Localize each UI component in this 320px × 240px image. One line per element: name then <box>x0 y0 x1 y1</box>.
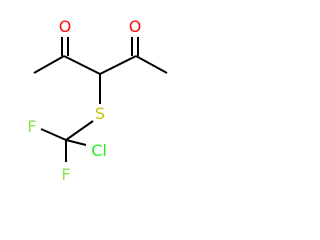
bond-c-cl <box>65 139 87 146</box>
bond-c-f-top <box>40 128 67 141</box>
molecule-diagram: O O S F F Cl <box>27 17 168 184</box>
oxygen-left-label: O <box>59 17 72 36</box>
bond-central-right <box>99 55 137 75</box>
fluorine-bottom-label: F <box>61 165 70 184</box>
bond-methyl-right <box>135 55 168 74</box>
fluorine-top-label: F <box>27 117 36 136</box>
oxygen-right-label: O <box>129 17 142 36</box>
chlorine-label: Cl <box>91 141 107 160</box>
bond-left-central <box>63 55 101 75</box>
structure-canvas: O O S F F Cl <box>27 17 168 184</box>
bond-methyl-left <box>33 55 65 74</box>
sulfur-label: S <box>95 104 105 123</box>
bond-s-c <box>65 120 94 141</box>
